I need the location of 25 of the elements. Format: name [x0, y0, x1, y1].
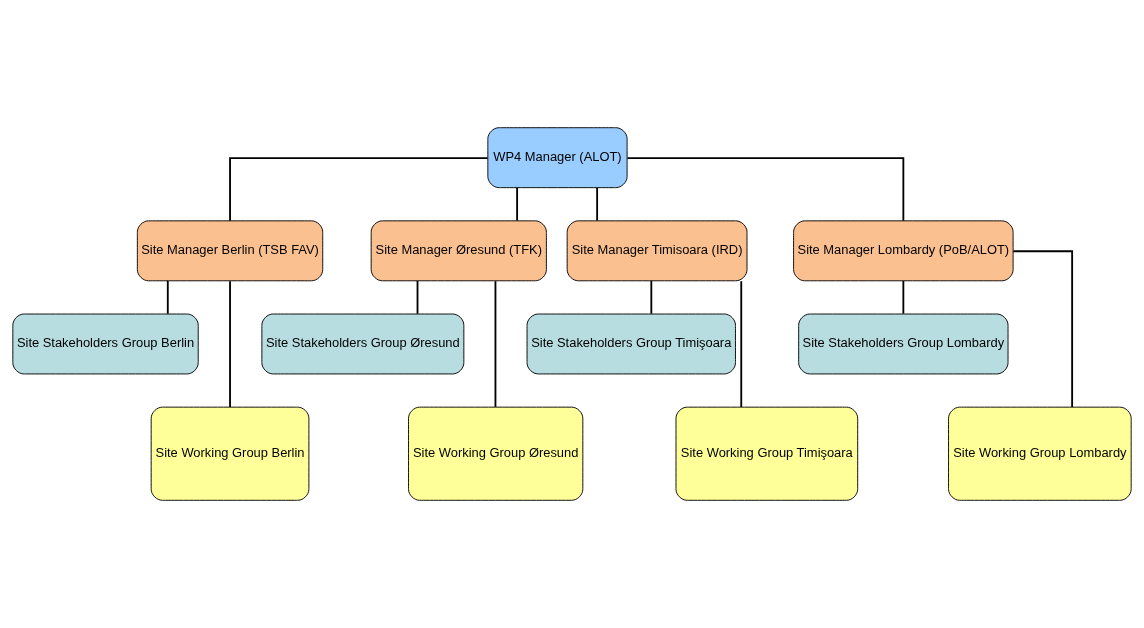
node-box: Site Manager Lombardy (PoB/ALOT) [793, 220, 1014, 282]
node-box: Site Manager Timisoara (IRD) [566, 220, 748, 282]
node-box: Site Working Group Timişoara [675, 406, 859, 501]
node-box: Site Working Group Berlin [150, 406, 310, 501]
connector [494, 280, 497, 408]
node-box: Site Working Group Lombardy [948, 406, 1132, 501]
node-box: Site Working Group Øresund [408, 406, 584, 501]
node-box: WP4 Manager (ALOT) [487, 127, 628, 189]
node-box: Site Stakeholders Group Berlin [12, 313, 199, 375]
connector [516, 186, 519, 222]
connector [1012, 250, 1074, 408]
connector [740, 280, 743, 408]
connector [229, 280, 231, 408]
node-box: Site Manager Berlin (TSB FAV) [136, 220, 324, 282]
connector [650, 279, 653, 315]
node-box: Site Stakeholders Group Øresund [261, 313, 465, 375]
connector [166, 279, 169, 315]
node-box: Site Stakeholders Group Timişoara [526, 313, 736, 375]
connector [596, 186, 599, 222]
node-box: Site Stakeholders Group Lombardy [798, 313, 1009, 375]
connector [626, 157, 905, 222]
connector [229, 157, 489, 222]
connector [902, 279, 905, 315]
node-box: Site Manager Øresund (TFK) [370, 220, 547, 282]
connector [416, 279, 419, 315]
